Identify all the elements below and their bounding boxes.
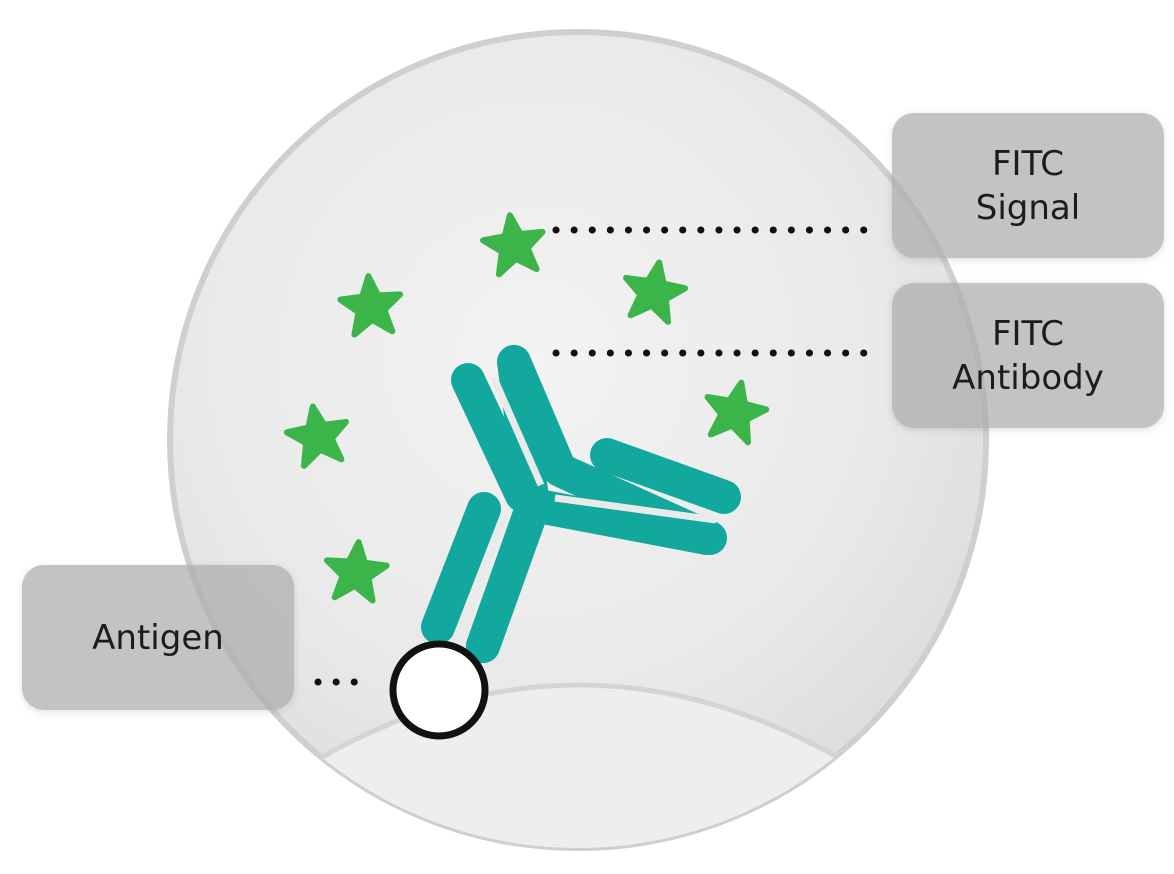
- green-star-icon: [623, 259, 689, 325]
- fitc-signal-label: FITC Signal: [892, 113, 1164, 258]
- green-star-icon: [337, 273, 404, 338]
- antibody-right-arm-outer: [590, 438, 741, 514]
- green-star-icon: [704, 379, 770, 446]
- antigen-label: Antigen: [22, 565, 294, 710]
- green-star-icon: [480, 212, 546, 278]
- fitc-antibody-label: FITC Antibody: [892, 283, 1164, 428]
- antibody-stem-left: [421, 492, 501, 644]
- fluorophore-stars: [283, 212, 770, 604]
- green-star-icon: [283, 403, 349, 469]
- antigen-icon: [389, 640, 489, 740]
- green-star-icon: [323, 539, 390, 604]
